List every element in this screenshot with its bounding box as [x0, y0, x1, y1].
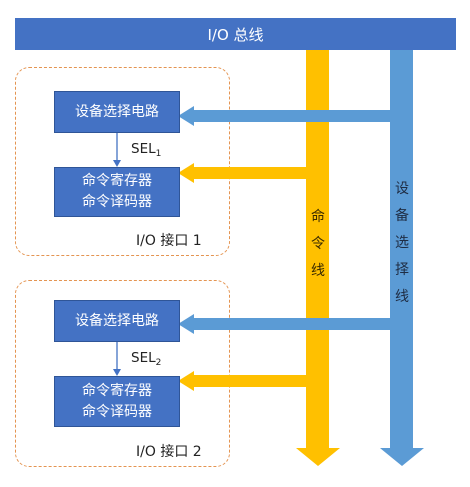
command-register-label: 命令寄存器 — [82, 173, 152, 189]
select-branch-2-arrowhead — [178, 314, 194, 334]
sel-signal-2: SEL2 — [131, 350, 161, 368]
device-select-line-char: 线 — [395, 289, 409, 305]
command-branch-1 — [192, 167, 306, 179]
command-line-char: 线 — [311, 263, 325, 279]
command-register-decoder-2: 命令寄存器 命令译码器 — [54, 376, 180, 427]
device-select-circuit-1: 设备选择电路 — [54, 91, 180, 133]
device-select-line-char: 备 — [395, 208, 409, 224]
sel-signal-main: SEL — [131, 350, 156, 366]
io-interface-2-label: I/O 接口 2 — [136, 441, 202, 461]
command-line-arrowhead — [296, 448, 340, 466]
io-interface-2 — [15, 280, 230, 467]
command-line-char: 令 — [311, 236, 325, 252]
command-branch-2-arrowhead — [178, 371, 194, 391]
select-branch-1 — [192, 110, 390, 122]
device-select-line-char: 择 — [395, 262, 409, 278]
sel-connector-1-arrowhead — [113, 160, 121, 167]
command-decoder-label: 命令译码器 — [82, 194, 152, 210]
sel-signal-subscript: 2 — [155, 358, 162, 368]
select-branch-1-arrowhead — [178, 106, 194, 126]
device-select-line-arrowhead — [380, 448, 424, 466]
sel-connector-2-arrowhead — [113, 369, 121, 376]
device-select-line-label: 设 备 选 择 线 — [391, 176, 413, 311]
device-select-circuit-2: 设备选择电路 — [54, 300, 180, 342]
select-branch-2 — [192, 318, 390, 330]
io-interface-label: I/O 接口 2 — [136, 444, 202, 460]
io-interface-1-label: I/O 接口 1 — [136, 230, 202, 250]
command-register-decoder-1: 命令寄存器 命令译码器 — [54, 167, 180, 217]
device-select-line-shaft — [390, 50, 413, 448]
device-select-circuit-label: 设备选择电路 — [75, 312, 159, 329]
command-line-shaft — [306, 50, 329, 448]
command-register-label: 命令寄存器 — [82, 382, 152, 399]
io-bus: I/O 总线 — [15, 18, 456, 50]
io-interface-1 — [15, 67, 230, 256]
command-line-char: 命 — [311, 209, 325, 225]
sel-signal-main: SEL — [131, 141, 156, 157]
io-bus-label: I/O 总线 — [207, 25, 264, 44]
sel-signal-1: SEL1 — [131, 141, 161, 159]
device-select-line-char: 设 — [395, 181, 409, 197]
command-decoder-label: 命令译码器 — [82, 403, 152, 420]
command-branch-2 — [192, 375, 306, 387]
device-select-circuit-label: 设备选择电路 — [75, 103, 159, 120]
command-line-label: 命 令 线 — [307, 204, 329, 285]
device-select-line-char: 选 — [395, 235, 409, 251]
io-interface-label: I/O 接口 1 — [136, 233, 202, 249]
sel-signal-subscript: 1 — [155, 149, 162, 159]
command-branch-1-arrowhead — [178, 163, 194, 183]
